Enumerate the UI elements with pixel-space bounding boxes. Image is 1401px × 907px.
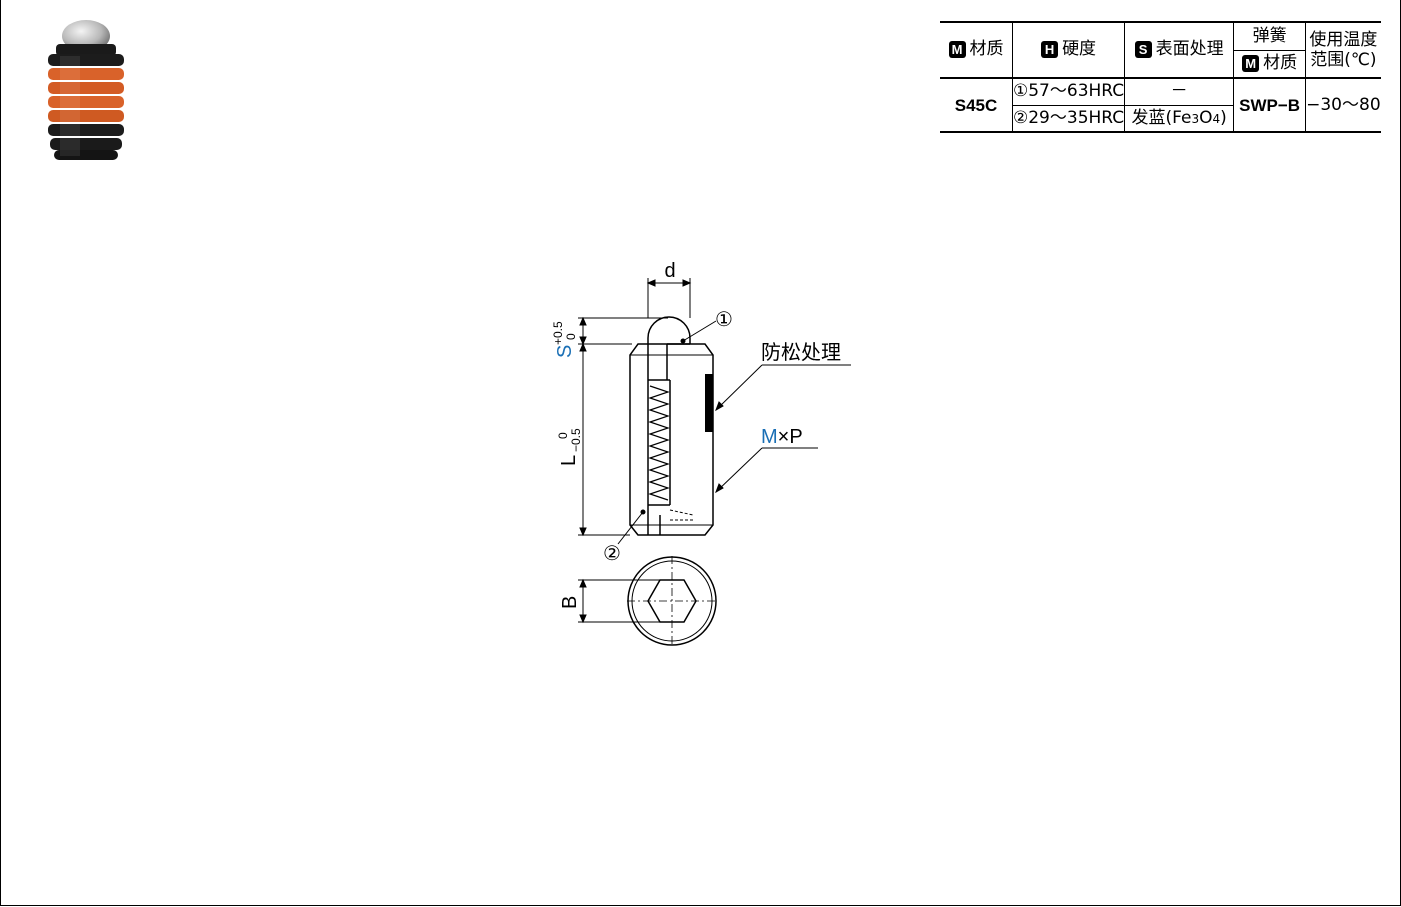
- technical-drawing: d S +0.5 0 L 0 −0.5 ① ② 防松处理: [551, 260, 851, 646]
- thread-label: M×P: [761, 426, 803, 448]
- end-view: [627, 556, 717, 646]
- ball-plunger-image: [48, 20, 124, 160]
- surface-badge: S: [1134, 41, 1152, 59]
- callout-1: ①: [715, 309, 733, 331]
- anti-loosening-patch: [705, 374, 713, 432]
- callout-2: ②: [603, 543, 621, 565]
- callout-1-leader: [680, 320, 717, 344]
- dimension-d: [646, 278, 692, 318]
- dimension-s-l: [578, 316, 668, 537]
- thread-body: [48, 54, 124, 160]
- spring-coils: [648, 385, 670, 501]
- s-tolerance-lower: 0: [564, 333, 578, 340]
- value-material: S45C: [940, 77, 1013, 133]
- value-hardness-1: ①57～63HRC: [1011, 77, 1126, 105]
- value-hardness-2: ②29～35HRC: [1011, 104, 1126, 133]
- header-temperature: 使用温度 范围(℃): [1305, 21, 1381, 78]
- s-tolerance-upper: +0.5: [551, 321, 565, 345]
- hardness-badge: H: [1041, 41, 1059, 59]
- product-photo: [48, 20, 124, 160]
- thread-leader: [715, 447, 818, 494]
- value-surface-2: 发蓝(Fe3O4): [1124, 104, 1235, 133]
- label-s-group: S +0.5 0: [551, 321, 578, 358]
- label-d: d: [664, 260, 675, 282]
- label-l-group: L 0 −0.5: [556, 428, 583, 466]
- material-badge: M: [948, 41, 966, 59]
- l-tolerance-lower: −0.5: [569, 428, 583, 452]
- label-b-group: B: [559, 596, 581, 609]
- anti-loosening-leader: [715, 364, 851, 412]
- value-surface-1: －: [1124, 77, 1235, 105]
- value-temperature: −30～80: [1305, 77, 1381, 133]
- anti-loosening-label: 防松处理: [761, 341, 841, 364]
- hidden-lines: [669, 509, 694, 521]
- spring-material-badge: M: [1242, 55, 1260, 72]
- label-l: L: [558, 455, 580, 466]
- label-s: S: [554, 345, 576, 358]
- header-spring: 弹簧: [1233, 21, 1307, 50]
- callout-2-leader: [617, 509, 646, 545]
- l-tolerance-upper: 0: [556, 432, 570, 439]
- value-spring-material: SWP−B: [1233, 77, 1307, 133]
- dimension-b: [578, 578, 660, 624]
- label-b: B: [559, 596, 581, 609]
- plunger-body: [629, 316, 714, 536]
